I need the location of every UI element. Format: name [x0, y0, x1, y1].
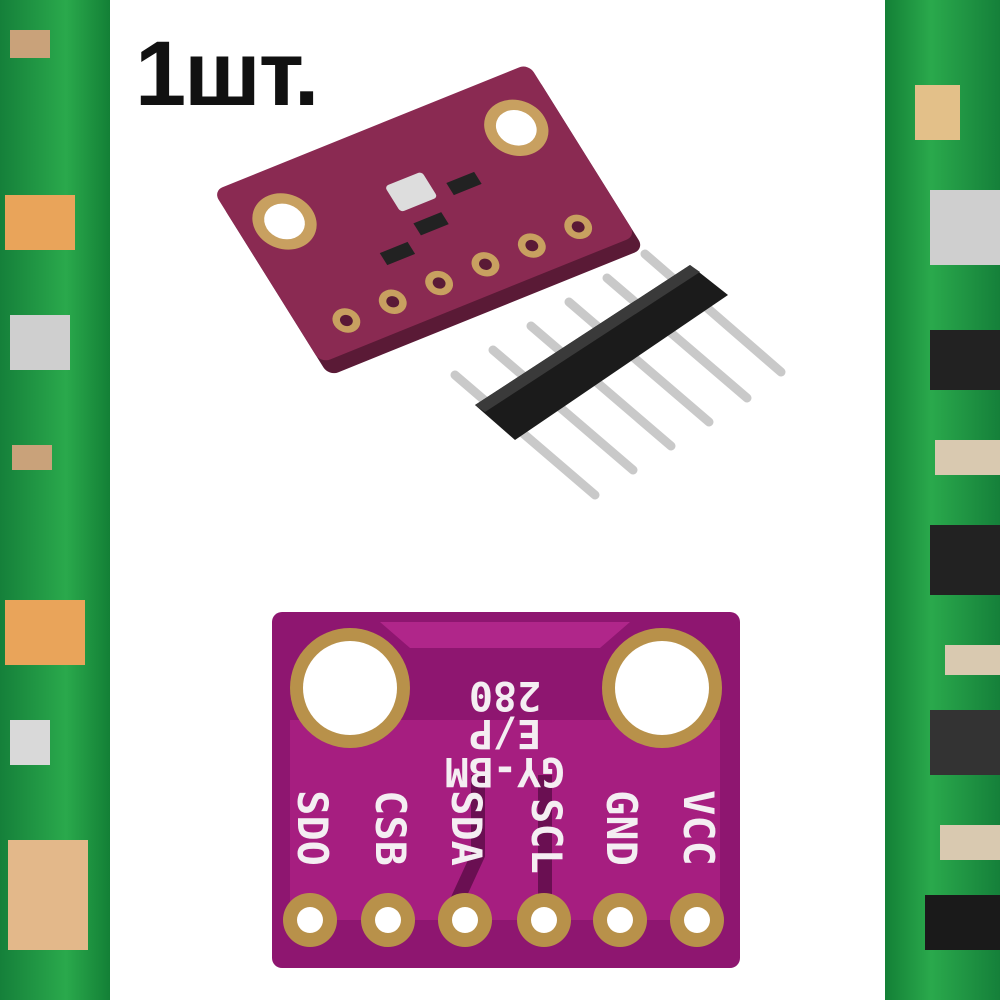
sensor-board-bottom-view: 280 E/P GY-BM SDO CSB SDA SCL GND VCC [272, 612, 740, 968]
pin-header [450, 249, 786, 500]
pin-label-gnd: GND [597, 790, 646, 866]
left-green-pcb [0, 0, 110, 1000]
sensor-board-top-view [217, 66, 641, 374]
pin-labels: SDO CSB SDA SCL GND VCC [288, 790, 723, 874]
board-label-line-3: 280 [469, 672, 541, 718]
left-strip-components [5, 30, 88, 950]
right-strip-components [915, 85, 1000, 950]
pin-label-sda: SDA [442, 790, 491, 866]
board-label-line-1: GY-BM [445, 748, 565, 794]
pin-label-scl: SCL [522, 798, 571, 874]
quantity-label: 1шт. [135, 23, 319, 125]
pin-label-csb: CSB [366, 790, 415, 866]
pin-label-vcc: VCC [674, 790, 723, 866]
board-label-line-2: E/P [469, 710, 541, 756]
pin-label-sdo: SDO [288, 790, 337, 866]
